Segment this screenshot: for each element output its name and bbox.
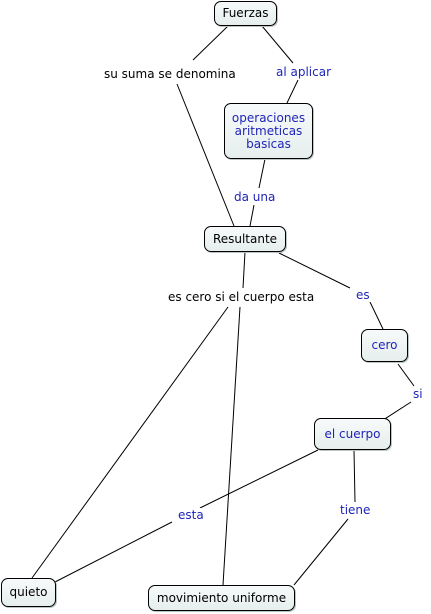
link-label-da-una: da una [232,190,278,204]
concept-resultante[interactable]: Resultante [204,226,286,252]
line-el-cuerpo-esta [199,449,319,509]
line-fuerzas-su-suma [192,25,229,61]
link-label-al-aplicar: al aplicar [274,65,334,79]
concept-cero[interactable]: cero [361,329,408,362]
link-label-esta: esta [176,508,206,522]
line-es-cero-si-movimiento [222,306,241,586]
line-es-cero [369,301,384,330]
concept-fuerzas[interactable]: Fuerzas [214,1,277,26]
line-da-una-resultante [249,204,255,227]
line-resultante-es-cero-si [242,251,246,289]
concept-el-cuerpo[interactable]: el cuerpo [314,418,391,450]
line-es-cero-si-quieto [31,306,229,579]
line-cero-si [397,363,415,387]
line-esta-quieto [54,521,173,583]
link-label-tiene: tiene [338,503,373,517]
line-fuerzas-al-aplicar [261,25,294,64]
line-resultante-es [278,252,351,289]
concept-movimiento-uniforme[interactable]: movimiento uniforme [148,585,295,611]
line-tiene-movimiento [293,518,349,586]
link-label-su-suma: su suma se denomina [102,67,238,81]
link-label-si: si [411,387,425,401]
line-el-cuerpo-tiene [353,449,356,503]
concept-quieto[interactable]: quieto [1,578,56,607]
line-su-suma-resultante [176,83,235,227]
line-operaciones-da-una [258,158,266,189]
link-label-es-cero-si: es cero si el cuerpo esta [166,290,317,304]
link-label-es: es [354,288,372,302]
concept-operaciones[interactable]: operaciones aritmeticas basicas [224,103,313,159]
line-al-aplicar-operaciones [286,79,299,104]
